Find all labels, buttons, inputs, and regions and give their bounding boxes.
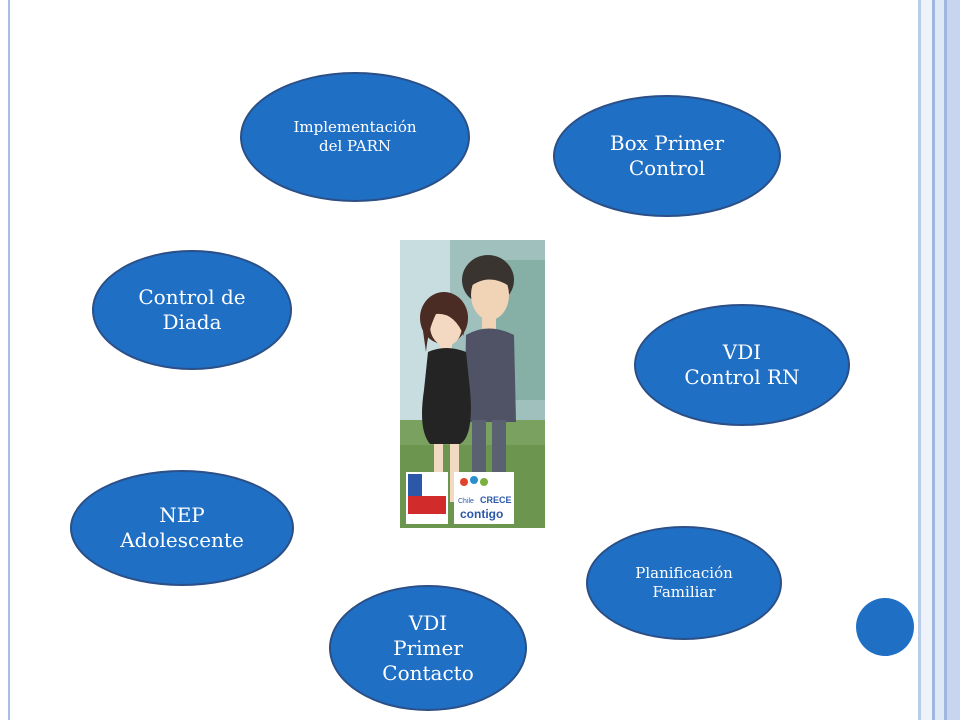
node-label: VDI Primer Contacto [382, 610, 474, 685]
node-implementacion-parn: Implementación del PARN [240, 72, 470, 202]
logo-text-sub: contigo [460, 507, 503, 521]
node-label: Implementación del PARN [293, 118, 417, 155]
poster-illustration: Chile CRECE contigo [400, 240, 545, 528]
node-box-primer-control: Box Primer Control [553, 95, 781, 217]
frame-left-border [8, 0, 10, 720]
frame-right-stripes [914, 0, 960, 720]
node-control-de-diada: Control de Diada [92, 250, 292, 370]
logo-text-main: CRECE [480, 495, 512, 505]
node-label: NEP Adolescente [120, 503, 244, 552]
logo-text-top: Chile [458, 498, 474, 505]
node-planificacion-familiar: Planificación Familiar [586, 526, 782, 640]
chile-crece-contigo-poster: Chile CRECE contigo [400, 240, 545, 528]
node-vdi-control-rn: VDI Control RN [634, 304, 850, 426]
node-nep-adolescente: NEP Adolescente [70, 470, 294, 586]
node-label: Box Primer Control [609, 131, 725, 180]
node-label: Planificación Familiar [635, 564, 733, 601]
decorative-blue-dot [856, 598, 914, 656]
node-label: Control de Diada [138, 285, 246, 334]
node-vdi-primer-contacto: VDI Primer Contacto [329, 585, 527, 711]
node-label: VDI Control RN [684, 340, 800, 389]
